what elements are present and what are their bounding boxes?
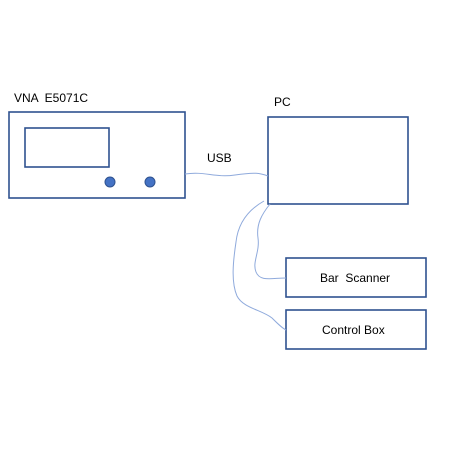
- vna-screen: [24, 127, 110, 168]
- vna-knob-right-icon: [144, 176, 156, 188]
- control-box-cable: [232, 200, 287, 331]
- control-box-label: Control Box: [322, 323, 385, 337]
- usb-cable: [184, 172, 269, 177]
- control-box-box: [285, 309, 427, 350]
- vna-label: VNA E5071C: [14, 91, 88, 105]
- bar-scanner-box: [285, 257, 427, 298]
- vna-knob-left-icon: [104, 176, 116, 188]
- vna-instrument: [8, 111, 186, 199]
- bar-scanner-label: Bar Scanner: [320, 271, 390, 285]
- usb-label: USB: [207, 151, 232, 165]
- pc-label: PC: [274, 95, 291, 109]
- bar-scanner-cable: [254, 203, 287, 280]
- pc-box: [267, 116, 409, 205]
